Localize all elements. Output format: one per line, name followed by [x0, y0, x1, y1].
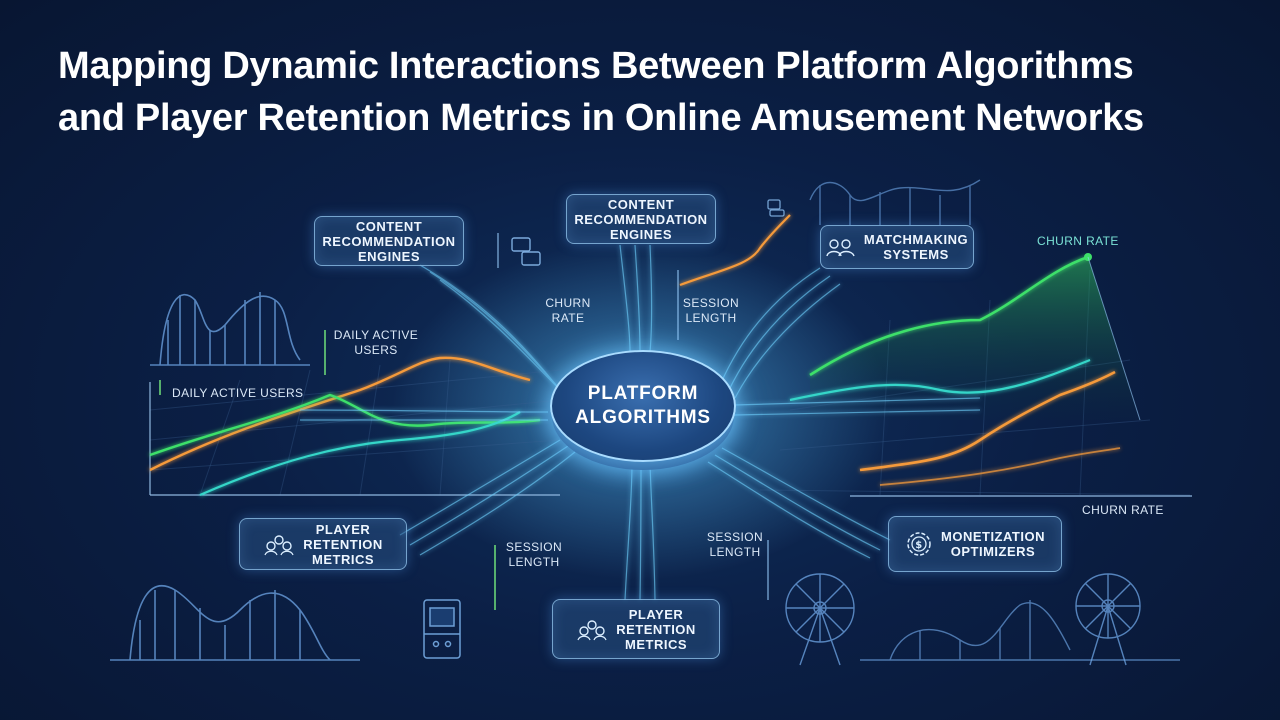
content-recommendation-left-label: CONTENT RECOMMENDATION ENGINES — [322, 218, 456, 264]
player-retention-node-left[interactable]: PLAYER RETENTION METRICS — [239, 518, 407, 570]
content-recommendation-top-label: CONTENT RECOMMENDATION ENGINES — [574, 196, 708, 242]
player-retention-node-bottom[interactable]: PLAYER RETENTION METRICS — [552, 599, 720, 659]
people-network-icon — [264, 535, 294, 556]
top-orange-curve — [679, 214, 791, 287]
matchmaking-node[interactable]: MATCHMAKING SYSTEMS — [820, 225, 974, 269]
title-line-2: and Player Retention Metrics in Online A… — [58, 97, 1144, 139]
left-teal-curve — [199, 411, 521, 497]
svg-text:$: $ — [915, 540, 922, 551]
daily-active-users-axis-label: DAILY ACTIVE USERS — [172, 386, 304, 400]
player-retention-left-label: PLAYER RETENTION METRICS — [303, 521, 383, 567]
content-recommendation-node-top[interactable]: CONTENT RECOMMENDATION ENGINES — [566, 194, 716, 244]
ferris-wheel-right-icon — [1075, 573, 1141, 666]
monetization-node[interactable]: $ MONETIZATION OPTIMIZERS — [888, 516, 1062, 572]
left-orange-curve — [149, 356, 531, 472]
churn-rate-note-right-top: CHURN RATE — [1037, 234, 1119, 248]
churn-rate-note-mid: CHURN RATE — [545, 296, 591, 325]
churn-rate-note-right-bottom: CHURN RATE — [1082, 503, 1164, 517]
ferris-wheel-icon — [785, 573, 855, 666]
roller-coaster-top-right-icon — [809, 179, 981, 225]
matchmaking-label: MATCHMAKING SYSTEMS — [863, 232, 969, 262]
right-green-curve — [809, 255, 1089, 377]
arcade-cabinet-icon — [423, 599, 461, 659]
dollar-gear-icon: $ — [907, 532, 931, 556]
users-group-icon — [826, 239, 855, 257]
roller-coaster-bottom-right-icon — [860, 600, 1180, 661]
title-line-1: Mapping Dynamic Interactions Between Pla… — [58, 45, 1134, 87]
right-green-area — [810, 257, 1140, 420]
session-length-note-bottom-left: SESSION LENGTH — [505, 540, 563, 569]
page-title: Mapping Dynamic Interactions Between Pla… — [58, 40, 1238, 144]
player-retention-bottom-label: PLAYER RETENTION METRICS — [616, 606, 696, 652]
connection-streams — [299, 244, 981, 601]
right-orange-lower-curve — [879, 447, 1121, 486]
platform-algorithms-hub[interactable]: PLATFORM ALGORITHMS — [550, 350, 736, 462]
content-recommendation-node-left[interactable]: CONTENT RECOMMENDATION ENGINES — [314, 216, 464, 266]
people-network-icon — [577, 620, 607, 641]
session-length-note-bottom-right: SESSION LENGTH — [706, 530, 764, 559]
daily-active-users-note-upper: DAILY ACTIVE USERS — [333, 328, 419, 357]
chat-bubbles-top-icon — [767, 199, 785, 217]
session-length-note-top: SESSION LENGTH — [682, 296, 740, 325]
churn-marker-line — [1087, 256, 1141, 421]
monetization-label: MONETIZATION OPTIMIZERS — [941, 529, 1045, 559]
right-orange-curve — [859, 370, 1116, 472]
roller-coaster-bottom-left-icon — [110, 584, 360, 661]
chat-bubbles-icon — [511, 237, 541, 266]
roller-coaster-icon — [150, 292, 310, 366]
right-teal-curve — [789, 358, 1091, 402]
